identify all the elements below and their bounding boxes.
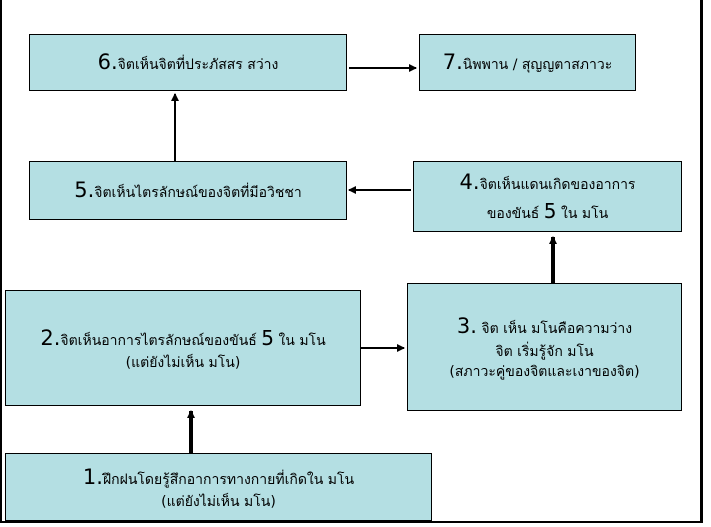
step-4-box: 4.จิตเห็นแดนเกิดของอาการ ของขันธ์ 5 ใน ม… (413, 161, 682, 232)
step-6-text: 6.จิตเห็นจิตที่ประภัสสร สว่าง (97, 50, 279, 75)
step-3-box: 3. จิต เห็น มโนคือความว่าง จิต เริ่มรู้จ… (407, 283, 682, 411)
step-6-box: 6.จิตเห็นจิตที่ประภัสสร สว่าง (29, 34, 347, 91)
step-1-line-2: (แต่ยังไม่เห็น มโน) (161, 494, 276, 511)
step-2-line-2: (แต่ยังไม่เห็น มโน) (125, 355, 241, 372)
step-2-box: 2.จิตเห็นอาการไตรลักษณ์ของขันธ์ 5 ใน มโน… (5, 290, 361, 406)
step-3-line-2: จิต เริ่มรู้จัก มโน (495, 343, 594, 360)
step-7-text: 7.นิพพาน / สุญญตาสภาวะ (442, 50, 613, 75)
step-1-box: 1.ฝึกฝนโดยรู้สึกอาการทางกายที่เกิดใน มโน… (5, 453, 432, 521)
step-4-line-1: 4.จิตเห็นแดนเกิดของอาการ (459, 169, 636, 194)
step-4-line-2: ของขันธ์ 5 ใน มโน (486, 199, 609, 224)
step-5-box: 5.จิตเห็นไตรลักษณ์ของจิตที่มีอวิชชา (29, 161, 347, 220)
step-3-line-3: (สภาวะคู่ของจิตและเงาของจิต) (449, 364, 640, 381)
step-3-line-1: 3. จิต เห็น มโนคือความว่าง (456, 314, 633, 339)
step-1-line-1: 1.ฝึกฝนโดยรู้สึกอาการทางกายที่เกิดใน มโน (82, 464, 355, 489)
step-7-box: 7.นิพพาน / สุญญตาสภาวะ (419, 34, 636, 91)
step-2-line-1: 2.จิตเห็นอาการไตรลักษณ์ของขันธ์ 5 ใน มโน (40, 325, 326, 350)
step-5-text: 5.จิตเห็นไตรลักษณ์ของจิตที่มีอวิชชา (74, 178, 302, 203)
